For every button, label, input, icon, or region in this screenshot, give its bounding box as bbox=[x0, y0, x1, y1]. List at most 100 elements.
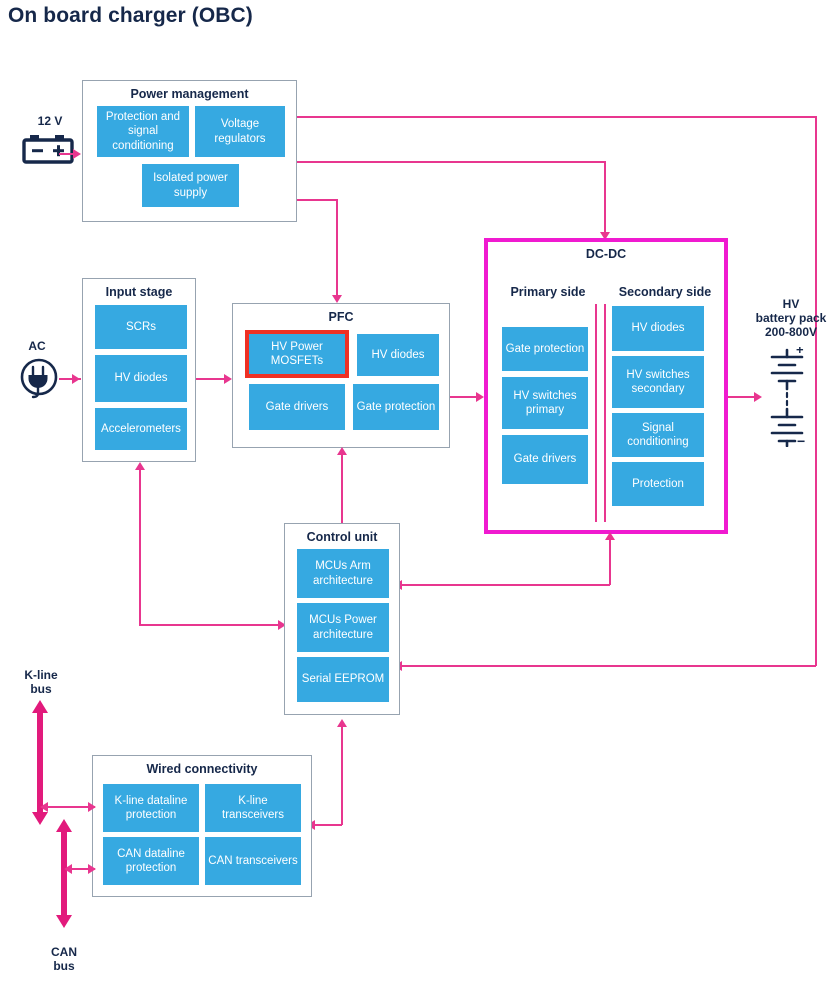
wire-pm-to-pfc bbox=[297, 199, 337, 201]
block-gate-protection-pfc[interactable]: Gate protection bbox=[353, 384, 439, 430]
block-can-dataline-protection[interactable]: CAN dataline protection bbox=[103, 837, 199, 885]
group-title-dcdc: DC-DC bbox=[585, 247, 627, 261]
dcdc-secondary-side-label: Secondary side bbox=[618, 285, 712, 299]
group-title-input-stage: Input stage bbox=[105, 285, 173, 299]
block-hv-diodes-input[interactable]: HV diodes bbox=[95, 355, 187, 402]
wire-control-unit-to-input-stage bbox=[139, 624, 284, 626]
block-hv-diodes-secondary[interactable]: HV diodes bbox=[612, 306, 704, 351]
block-mcus-power-architecture[interactable]: MCUs Power architecture bbox=[297, 603, 389, 652]
dcdc-primary-side-label: Primary side bbox=[510, 285, 586, 299]
group-power-management[interactable]: Power management Protection and signal c… bbox=[82, 80, 297, 222]
group-control-unit[interactable]: Control unit MCUs Arm architecture MCUs … bbox=[284, 523, 400, 715]
can-bus-label-line2: bus bbox=[53, 959, 75, 973]
wire-right-rail-to-control-unit bbox=[400, 665, 816, 667]
arrow-12v-to-pm bbox=[73, 149, 81, 159]
block-serial-eeprom[interactable]: Serial EEPROM bbox=[297, 657, 389, 702]
kline-bus-label-line2: bus bbox=[30, 682, 52, 696]
wire-dcdc-to-hv-battery bbox=[728, 396, 760, 398]
arrow-input-stage-to-pfc bbox=[224, 374, 232, 384]
can-bus-arrow-up bbox=[56, 819, 72, 832]
group-title-control-unit: Control unit bbox=[306, 530, 378, 544]
block-scrs[interactable]: SCRs bbox=[95, 305, 187, 349]
block-isolated-power-supply[interactable]: Isolated power supply bbox=[142, 164, 239, 207]
isolation-barrier-line-2 bbox=[604, 304, 606, 522]
wire-12v-to-pm bbox=[59, 153, 79, 155]
arrow-wired-connectivity-to-control-unit bbox=[337, 719, 347, 727]
arrow-bus-to-kline-protection bbox=[88, 802, 96, 812]
group-title-power-management: Power management bbox=[130, 87, 249, 101]
wire-control-unit-to-wired-connectivity-h bbox=[313, 824, 342, 826]
can-bus-label-line1: CAN bbox=[51, 945, 77, 959]
arrow-to-control-unit-left bbox=[278, 620, 286, 630]
kline-bus-label: K-line bus bbox=[12, 668, 70, 696]
hv-battery-label: HV battery pack 200-800V bbox=[745, 297, 831, 339]
group-dcdc[interactable]: DC-DC Primary side Secondary side Gate p… bbox=[484, 238, 728, 534]
arrow-control-unit-to-pfc bbox=[337, 447, 347, 455]
block-kline-dataline-protection[interactable]: K-line dataline protection bbox=[103, 784, 199, 832]
wire-control-unit-to-input-stage-rise bbox=[139, 470, 141, 625]
kline-bus-arrow-line bbox=[37, 708, 43, 818]
kline-bus-label-line1: K-line bbox=[24, 668, 58, 682]
wire-ac-to-input-stage bbox=[59, 378, 81, 380]
wire-control-unit-to-dcdc bbox=[609, 540, 611, 585]
block-hv-power-mosfets[interactable]: HV Power MOSFETs bbox=[245, 330, 349, 378]
wire-input-stage-to-pfc bbox=[196, 378, 228, 380]
page-title: On board charger (OBC) bbox=[8, 4, 253, 27]
block-accelerometers[interactable]: Accelerometers bbox=[95, 408, 187, 450]
can-bus-arrow-line bbox=[61, 828, 67, 920]
ac-label: AC bbox=[28, 339, 46, 353]
svg-text:+: + bbox=[796, 347, 804, 357]
block-hv-switches-secondary[interactable]: HV switches secondary bbox=[612, 356, 704, 408]
block-mcus-arm-architecture[interactable]: MCUs Arm architecture bbox=[297, 549, 389, 598]
arrow-kline-to-bus bbox=[40, 802, 48, 812]
can-bus-label: CAN bus bbox=[35, 945, 93, 973]
block-gate-drivers-pfc[interactable]: Gate drivers bbox=[249, 384, 345, 430]
kline-bus-arrow-up bbox=[32, 700, 48, 713]
arrow-dcdc-to-hv-battery bbox=[754, 392, 762, 402]
block-can-transceivers[interactable]: CAN transceivers bbox=[205, 837, 301, 885]
block-protection-secondary[interactable]: Protection bbox=[612, 462, 704, 506]
wire-pm-to-right-rail bbox=[297, 116, 817, 118]
block-protection-and-signal-conditioning[interactable]: Protection and signal conditioning bbox=[97, 106, 189, 157]
arrow-to-input-stage-bottom bbox=[135, 462, 145, 470]
wire-control-unit-to-wired-connectivity-v bbox=[341, 727, 343, 825]
block-gate-drivers-primary[interactable]: Gate drivers bbox=[502, 435, 588, 484]
block-voltage-regulators[interactable]: Voltage regulators bbox=[195, 106, 285, 157]
svg-text:−: − bbox=[797, 433, 805, 447]
group-pfc[interactable]: PFC HV Power MOSFETs HV diodes Gate driv… bbox=[232, 303, 450, 448]
arrow-can-to-bus bbox=[64, 864, 72, 874]
wire-pm-to-dcdc bbox=[297, 161, 605, 163]
wire-pm-to-dcdc-drop bbox=[604, 161, 606, 234]
arrow-pfc-to-dcdc bbox=[476, 392, 484, 402]
hv-battery-label-line3: 200-800V bbox=[764, 325, 818, 339]
group-wired-connectivity[interactable]: Wired connectivity K-line dataline prote… bbox=[92, 755, 312, 897]
wire-kline-bus-to-protection bbox=[45, 806, 95, 808]
hv-battery-label-line2: battery pack bbox=[755, 311, 827, 325]
block-kline-transceivers[interactable]: K-line transceivers bbox=[205, 784, 301, 832]
arrow-ac-to-input-stage bbox=[72, 374, 80, 384]
hv-battery-label-line1: HV bbox=[782, 297, 800, 311]
group-title-wired-connectivity: Wired connectivity bbox=[146, 762, 258, 776]
wire-can-bus-to-protection bbox=[69, 868, 95, 870]
block-hv-switches-primary[interactable]: HV switches primary bbox=[502, 377, 588, 429]
car-battery-icon bbox=[22, 134, 78, 169]
block-signal-conditioning-secondary[interactable]: Signal conditioning bbox=[612, 413, 704, 457]
wire-control-unit-to-pfc bbox=[341, 455, 343, 525]
block-hv-diodes-pfc[interactable]: HV diodes bbox=[357, 334, 439, 376]
dc12-label: 12 V bbox=[37, 114, 63, 128]
can-bus-arrow-down bbox=[56, 915, 72, 928]
group-title-pfc: PFC bbox=[328, 310, 354, 324]
wire-pfc-to-dcdc bbox=[450, 396, 482, 398]
block-gate-protection-primary[interactable]: Gate protection bbox=[502, 327, 588, 371]
arrow-pm-to-pfc bbox=[332, 295, 342, 303]
group-input-stage[interactable]: Input stage SCRs HV diodes Accelerometer… bbox=[82, 278, 196, 462]
wire-pm-to-pfc-drop bbox=[336, 199, 338, 297]
arrow-bus-to-can-protection bbox=[88, 864, 96, 874]
wire-dcdc-to-control-unit bbox=[400, 584, 610, 586]
isolation-barrier-line-1 bbox=[595, 304, 597, 522]
wire-right-rail-vertical bbox=[815, 116, 817, 666]
ac-plug-icon bbox=[18, 357, 62, 406]
arrow-control-unit-to-dcdc bbox=[605, 532, 615, 540]
kline-bus-arrow-down bbox=[32, 812, 48, 825]
arrow-pm-to-dcdc bbox=[600, 232, 610, 240]
